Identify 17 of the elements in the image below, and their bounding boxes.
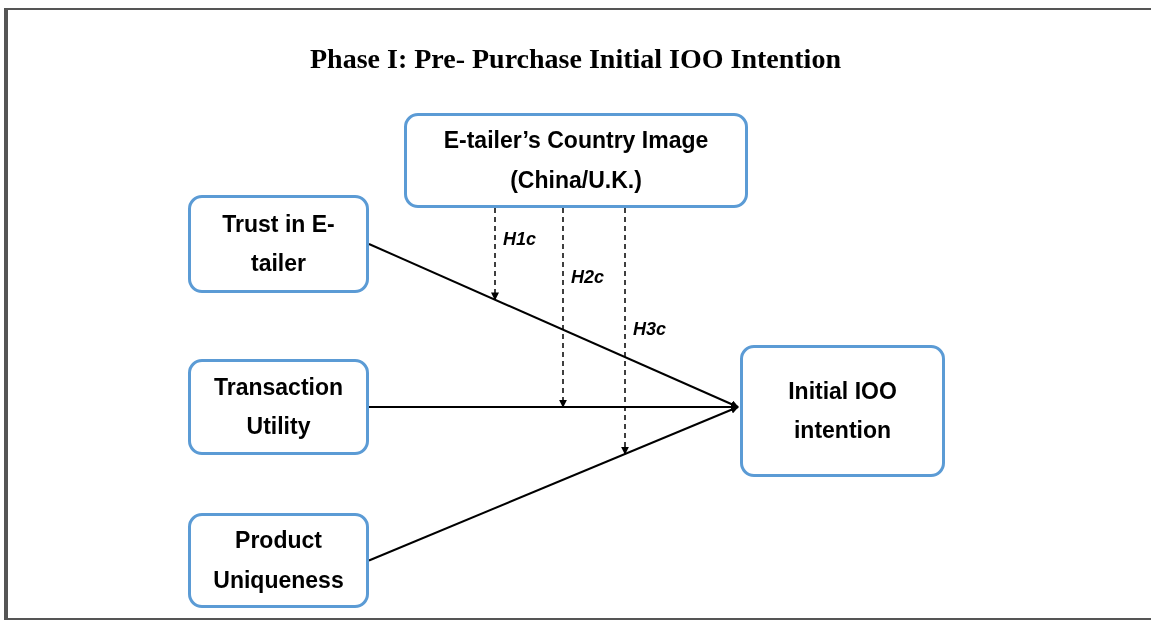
construct-box bbox=[404, 113, 748, 208]
arrow bbox=[368, 243, 739, 408]
box-label: Transaction Utility bbox=[212, 372, 345, 441]
arrow bbox=[368, 403, 739, 411]
dashed-arrow bbox=[491, 207, 499, 301]
box-label: Product Uniqueness bbox=[212, 526, 345, 595]
construct-box bbox=[188, 513, 369, 608]
title: Phase I: Pre- Purchase Initial IOO Intention bbox=[310, 42, 841, 76]
construct-box bbox=[188, 359, 369, 455]
construct-box bbox=[188, 195, 369, 293]
box-label: Trust in E-tailer bbox=[221, 209, 336, 278]
box-label: E-tailer’s Country Image (China/U.K.) bbox=[442, 126, 710, 195]
dashed-arrow bbox=[559, 207, 567, 408]
box-label: Initial IOO intention bbox=[787, 376, 898, 445]
dashed-arrow bbox=[621, 207, 629, 455]
arrow bbox=[368, 406, 739, 562]
construct-box bbox=[740, 345, 945, 477]
